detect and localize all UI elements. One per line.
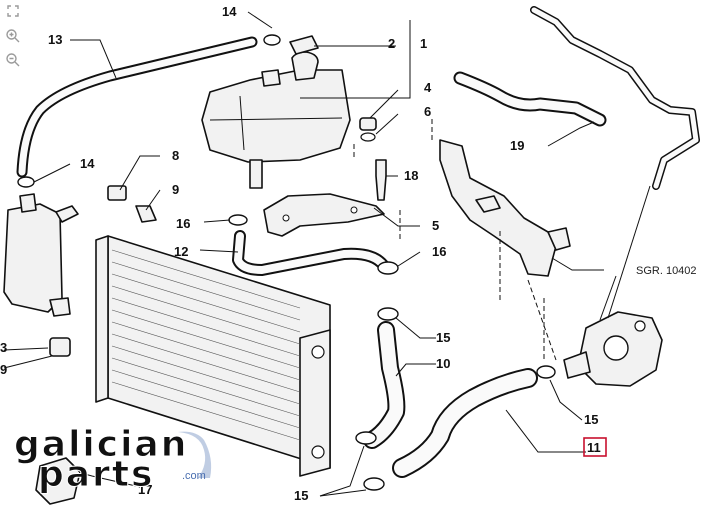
clamp-15-bottom-b <box>363 477 385 491</box>
bolt-9 <box>135 205 157 223</box>
leader-lines <box>3 11 651 497</box>
callout-16-left: 16 <box>176 216 190 231</box>
callout-10: 10 <box>436 356 450 371</box>
callout-9-mid: 9 <box>172 182 179 197</box>
callout-2: 2 <box>388 36 395 51</box>
callout-3: 3 <box>0 340 7 355</box>
hose-12 <box>232 230 390 276</box>
callout-16-right: 16 <box>432 244 446 259</box>
clamp-16-right <box>377 261 399 275</box>
expansion-tank <box>201 35 351 189</box>
small-parts <box>107 117 387 223</box>
callout-5: 5 <box>432 218 439 233</box>
auxiliary-tank <box>3 193 79 357</box>
radiator <box>95 235 331 477</box>
callout-11: 11 <box>587 440 601 455</box>
callout-14-left: 14 <box>80 156 95 171</box>
callout-15-right: 15 <box>584 412 598 427</box>
logo-line-1: galician <box>13 424 189 466</box>
hose-10 <box>363 321 406 449</box>
callout-15-top: 15 <box>436 330 450 345</box>
nut-4 <box>359 117 377 131</box>
callout-8: 8 <box>172 148 179 163</box>
callout-12: 12 <box>174 244 188 259</box>
clamp-14-left <box>17 176 35 188</box>
callout-14-top: 14 <box>222 4 237 19</box>
highlight-box-11 <box>583 437 607 457</box>
clamp-15-right <box>536 365 556 379</box>
zoom-in-icon[interactable] <box>4 28 22 46</box>
part-17 <box>35 457 81 505</box>
washer-6 <box>360 132 376 142</box>
clamp-16-left <box>228 214 248 226</box>
callout-15-bottom: 15 <box>294 488 308 503</box>
logo-line-2: parts <box>37 454 155 496</box>
water-pipe-assembly <box>439 139 571 277</box>
hose-clamps <box>17 34 556 491</box>
hose-13 <box>16 36 258 178</box>
logo-swoosh-icon <box>178 431 212 478</box>
top-right-pipe <box>530 6 700 190</box>
watermark-logo: galician parts .com <box>13 424 214 498</box>
callout-9-left: 9 <box>0 362 7 377</box>
callout-13: 13 <box>48 32 62 47</box>
callout-19: 19 <box>510 138 524 153</box>
expand-icon[interactable] <box>4 4 22 22</box>
hose-11 <box>392 368 538 478</box>
bolt-18 <box>375 159 387 201</box>
reference-sgr: SGR. 10402 <box>636 265 697 277</box>
callouts: 14 13 2 1 4 6 14 8 9 18 16 5 12 16 19 SG… <box>0 4 697 503</box>
clamp-14-top <box>263 34 281 46</box>
thermostat-housing <box>563 311 663 387</box>
callout-17: 17 <box>138 482 152 497</box>
callout-6: 6 <box>424 104 431 119</box>
bracket-5 <box>263 193 385 237</box>
callout-4: 4 <box>424 80 432 95</box>
clamp-15-top <box>377 307 399 321</box>
callout-18: 18 <box>404 168 418 183</box>
zoom-out-icon[interactable] <box>4 52 22 70</box>
callout-1: 1 <box>420 36 427 51</box>
clip-8 <box>107 185 127 201</box>
logo-suffix: .com <box>182 470 206 482</box>
hose-19 <box>453 71 607 127</box>
clamp-15-bottom-a <box>355 431 377 445</box>
